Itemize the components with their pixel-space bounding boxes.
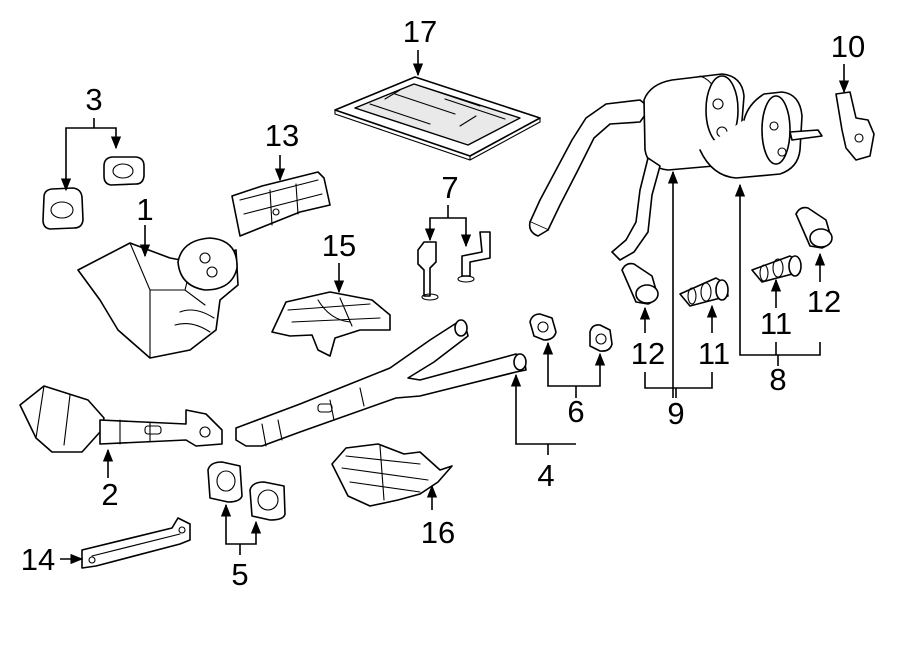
callout-11a: 11 xyxy=(698,336,730,371)
callout-12b: 12 xyxy=(807,284,841,319)
part-6-isolators xyxy=(529,313,613,352)
callout-17: 17 xyxy=(403,14,437,49)
callout-13: 13 xyxy=(265,118,299,153)
part-1-catalytic-converter xyxy=(77,237,239,359)
part-2-front-pipe xyxy=(19,385,223,453)
part-15-heat-shield xyxy=(271,291,391,357)
callout-9: 9 xyxy=(667,396,684,431)
callout-numbers: 17 3 13 1 7 15 10 2 5 14 16 4 6 12 11 9 … xyxy=(21,14,865,592)
callout-2: 2 xyxy=(101,477,118,512)
callout-4: 4 xyxy=(537,458,554,493)
callout-1: 1 xyxy=(136,192,153,227)
leader-lines xyxy=(60,50,850,565)
callout-11b: 11 xyxy=(760,306,792,341)
callout-3: 3 xyxy=(85,82,102,117)
part-10-bracket xyxy=(835,91,875,161)
callout-8: 8 xyxy=(769,362,786,397)
part-5-insulators xyxy=(207,461,286,521)
callout-5: 5 xyxy=(231,557,248,592)
part-7-hangers xyxy=(417,231,491,301)
part-11-dual-tips xyxy=(679,255,802,307)
part-12-exhaust-tips xyxy=(621,206,833,305)
part-4-intermediate-pipe xyxy=(235,319,527,447)
part-17-heat-shield-tray xyxy=(334,76,541,161)
part-8-muffler-right xyxy=(699,91,823,179)
part-16-underbody-shield xyxy=(331,443,453,507)
callout-10: 10 xyxy=(831,29,865,64)
callout-15: 15 xyxy=(322,228,356,263)
part-13-heat-shield xyxy=(231,171,331,237)
callout-7: 7 xyxy=(441,170,458,205)
part-14-brace xyxy=(81,517,191,569)
callout-12a: 12 xyxy=(631,336,665,371)
callout-6: 6 xyxy=(567,394,584,429)
callout-14: 14 xyxy=(21,542,55,577)
part-3-gaskets xyxy=(42,156,145,230)
callout-16: 16 xyxy=(421,515,455,550)
